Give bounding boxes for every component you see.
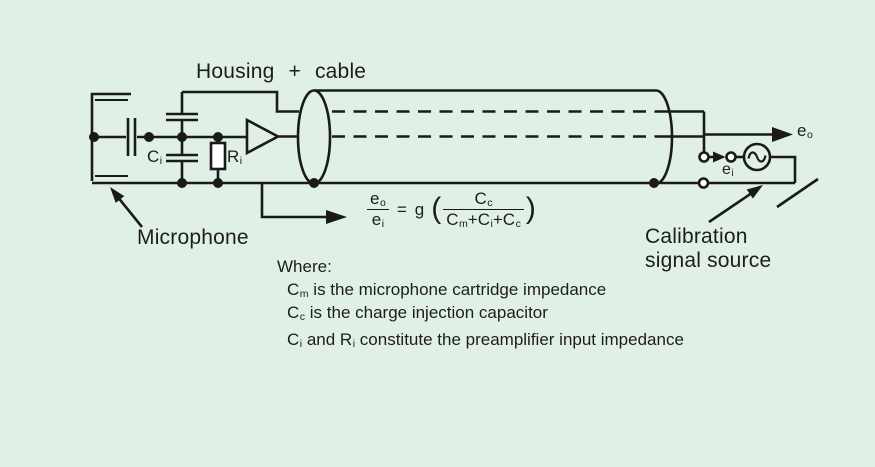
open-paren: ( <box>431 191 442 225</box>
ei-label: ei <box>722 161 734 180</box>
microphone-label: Microphone <box>137 226 249 249</box>
ground-slash <box>776 177 819 209</box>
formula-lhs-numerator: eo <box>370 189 386 210</box>
calibration-label-line2: signal source <box>645 249 772 272</box>
connector-circle-ground <box>697 177 710 189</box>
output-arrow <box>704 127 793 142</box>
where-line-cm: Cm is the microphone cartridge impedance <box>287 280 607 301</box>
where-line-ci-ri: Ci and Ri constitute the preamplifier in… <box>287 330 684 351</box>
formula-lhs-fraction: eo ei <box>367 189 389 231</box>
equals-sign: = <box>396 199 407 219</box>
injection-arrow-icon <box>708 151 726 163</box>
where-title: Where: <box>277 257 332 276</box>
formula-lhs-denominator: ei <box>371 210 385 231</box>
calibration-label-line1: Calibration <box>645 225 748 248</box>
junction-dots <box>89 132 659 188</box>
formula-pointer-arrow <box>260 183 347 224</box>
cable-front-ellipse <box>296 89 332 185</box>
where-block: Where: Cm is the microphone cartridge im… <box>277 256 684 350</box>
formula-rhs-denominator: Cm+Ci+Cc <box>446 210 521 231</box>
formula-rhs-fraction: Cc Cm+Ci+Cc <box>443 189 524 231</box>
injection-top-rail <box>182 90 299 113</box>
formula-rhs-numerator: Cc <box>474 189 493 210</box>
connector-circle-1 <box>698 151 710 163</box>
injection-capacitor <box>166 92 198 155</box>
where-line-cc: Cc is the charge injection capacitor <box>287 303 548 324</box>
amplifier-triangle-icon <box>245 117 281 156</box>
generator-wire-right <box>770 155 797 183</box>
cartridge-capacitor <box>126 118 137 156</box>
eo-label: eo <box>797 121 813 142</box>
ri-label: Ri <box>227 147 243 168</box>
calibration-source-label: Calibration signal source <box>645 225 771 273</box>
ci-label: Ci <box>147 147 163 168</box>
calibration-callout-arrow <box>708 185 763 224</box>
fraction-bar <box>367 209 389 210</box>
gain-symbol: g <box>414 199 425 219</box>
microphone-callout-arrow <box>110 187 144 228</box>
sine-generator-icon <box>742 142 772 172</box>
close-paren: ) <box>525 191 536 225</box>
transfer-function-formula: eo ei = g ( Cc Cm+Ci+Cc ) <box>367 189 538 231</box>
housing-cable-label: Housing + cable <box>196 60 367 83</box>
input-resistor-ri <box>209 137 227 183</box>
fraction-bar <box>443 209 524 210</box>
